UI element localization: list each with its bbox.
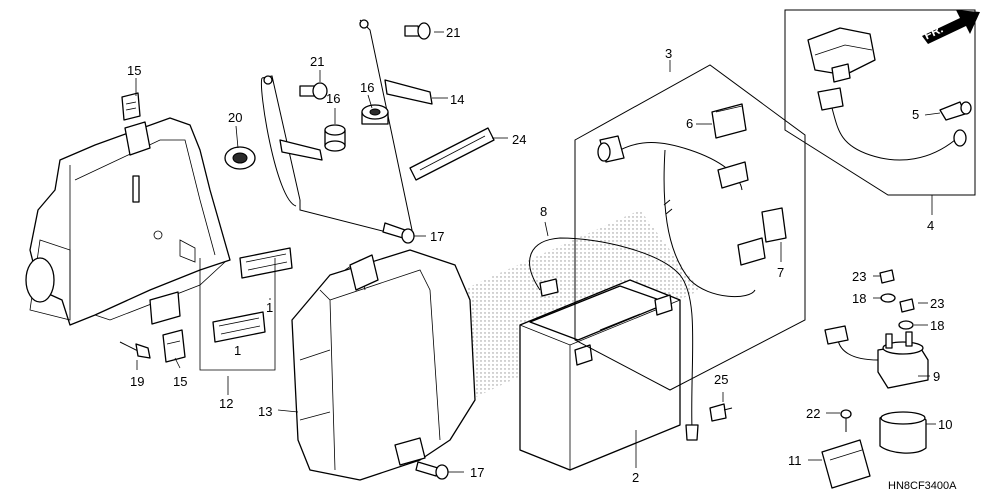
callout-14: 14: [450, 92, 464, 107]
bolt-17-lower-drawing: [415, 461, 449, 480]
callout-1-upper: 1: [266, 300, 273, 315]
clip-15-top-drawing: [121, 92, 141, 121]
pad-1-lower-drawing: [212, 311, 266, 343]
callout-21-mid: 21: [310, 54, 324, 69]
callout-4: 4: [927, 218, 934, 233]
bolt-25-drawing: [709, 403, 733, 422]
screw-21-top-drawing: [404, 22, 431, 40]
battery-cable-8-drawing: [529, 237, 699, 441]
callout-18-left: 18: [852, 291, 866, 306]
clip-15-bottom-drawing: [162, 329, 186, 363]
collar-16-right-drawing: [361, 104, 389, 125]
battery-drawing: [519, 279, 681, 471]
callout-7: 7: [777, 265, 784, 280]
pad-1-upper-drawing: [239, 247, 293, 279]
callout-23-right: 23: [930, 296, 944, 311]
battery-box-drawing: [291, 249, 476, 481]
callout-15-bottom: 15: [173, 374, 187, 389]
screw-22-drawing: [840, 409, 852, 432]
callout-9: 9: [933, 369, 940, 384]
harness-wire-drawing: [597, 135, 766, 298]
bolt-19-drawing: [119, 341, 151, 359]
callout-2: 2: [632, 470, 639, 485]
drawing-code: HN8CF3400A: [888, 480, 957, 492]
callout-23-left: 23: [852, 269, 866, 284]
negative-cable-drawing: [817, 87, 967, 161]
collar-16-left-drawing: [324, 124, 346, 152]
callout-1-lower: 1: [234, 343, 241, 358]
callout-17-lower: 17: [470, 465, 484, 480]
callout-20: 20: [228, 110, 242, 125]
callout-19: 19: [130, 374, 144, 389]
grommet-20-drawing: [224, 146, 256, 170]
callout-6: 6: [686, 116, 693, 131]
group-4-frame: [784, 9, 976, 196]
nuts-18-23-drawing: [879, 269, 915, 330]
front-indicator-label: FR.: [922, 22, 945, 43]
callout-18-right: 18: [930, 318, 944, 333]
leader-lines: [135, 31, 941, 473]
battery-holder-wire-drawing: [260, 19, 433, 239]
terminal-cover-drawing: [807, 27, 876, 83]
starter-relay-9-drawing: [824, 325, 929, 389]
callout-21-top: 21: [446, 25, 460, 40]
rubber-mount-10-drawing: [879, 411, 927, 454]
harness-group-3-frame: [574, 64, 806, 391]
callout-16-right: 16: [360, 80, 374, 95]
front-arrow-icon: FR.: [922, 10, 980, 44]
callouts: 15 19 15 20 21 21 16 16 14 24 17 17 1 1 …: [127, 25, 957, 492]
callout-25: 25: [714, 372, 728, 387]
bolt-17-upper-drawing: [382, 222, 415, 244]
callout-13: 13: [258, 404, 272, 419]
battery-tray-drawing: [25, 117, 231, 326]
callout-12: 12: [219, 396, 233, 411]
callout-8: 8: [540, 204, 547, 219]
bracket-11-drawing: [821, 439, 871, 489]
screw-21-mid-drawing: [299, 82, 328, 100]
terminal-5-drawing: [939, 101, 972, 121]
callout-17-upper: 17: [430, 229, 444, 244]
callout-15-top: 15: [127, 63, 141, 78]
terminal-cover-7-drawing: [761, 207, 787, 243]
callout-5: 5: [912, 107, 919, 122]
relay-cap-6-drawing: [711, 103, 747, 139]
callout-24: 24: [512, 132, 526, 147]
callout-10: 10: [938, 417, 952, 432]
strap-24-drawing: [409, 127, 495, 181]
callout-11: 11: [788, 453, 802, 468]
callout-16-left: 16: [326, 91, 340, 106]
callout-22: 22: [806, 406, 820, 421]
callout-3: 3: [665, 46, 672, 61]
